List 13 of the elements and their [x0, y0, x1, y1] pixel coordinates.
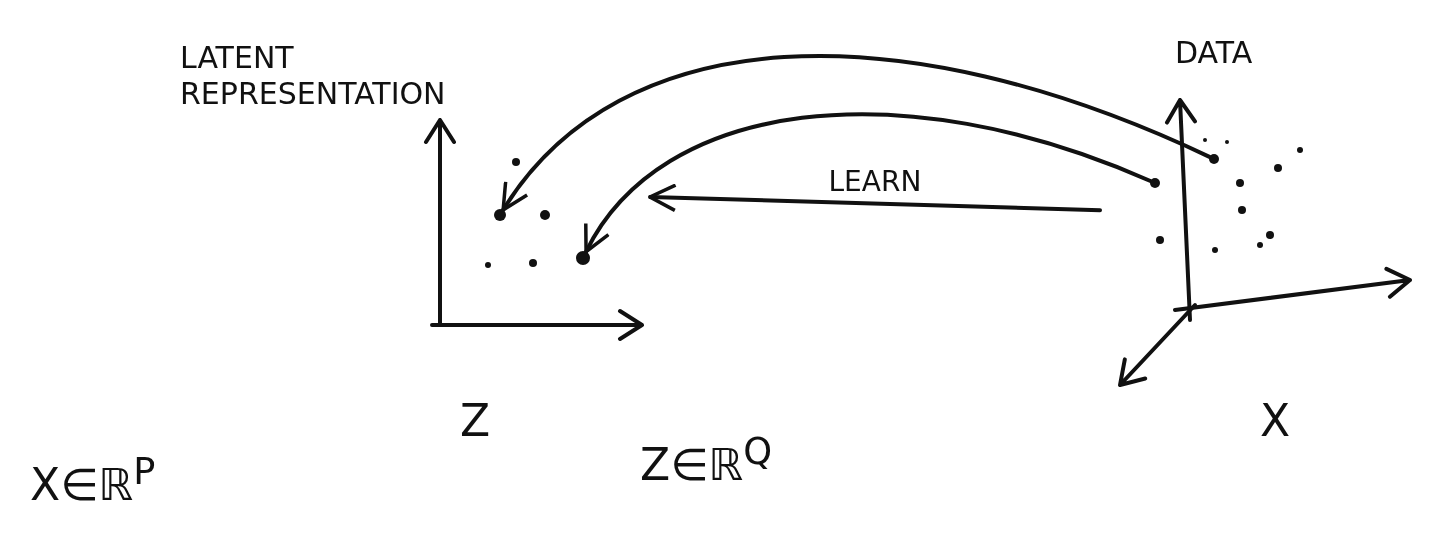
axis-label: X [1260, 395, 1291, 446]
arrow [501, 54, 1212, 212]
math-label: Z∈ℝ$^{Q}$ [640, 430, 773, 490]
data-point [494, 209, 506, 221]
data-point [1209, 154, 1219, 164]
data-point [576, 251, 590, 265]
plot-title: DATA [1175, 35, 1254, 71]
math-label: X∈ℝ$^{P}$ [30, 450, 156, 510]
axis-label: Z [460, 395, 491, 446]
data-point [1150, 178, 1160, 188]
plot-title: LATENT REPRESENTATION [180, 40, 447, 112]
arrow [584, 112, 1153, 254]
arrow [648, 183, 1102, 213]
